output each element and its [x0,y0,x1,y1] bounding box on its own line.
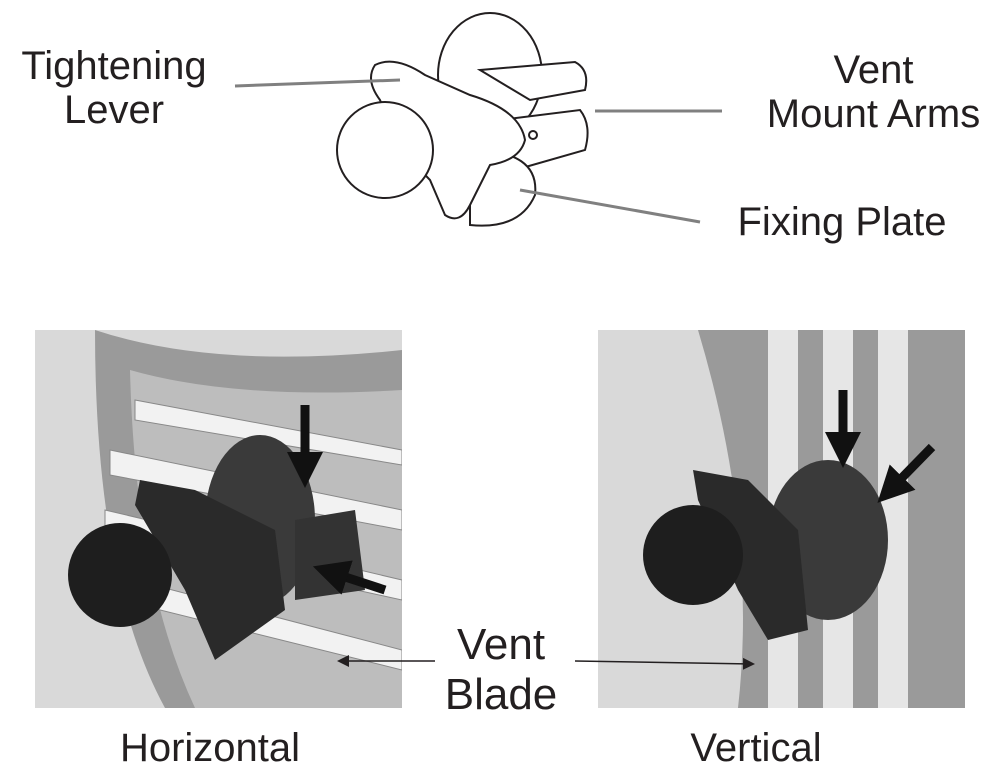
label-line: Vent [456,620,546,669]
label-line: Tightening [21,44,207,88]
vent-mount-arm-upper [476,60,588,102]
label-fixing-plate: Fixing Plate [737,200,947,244]
label-tightening-lever: Tightening Lever [0,44,228,132]
ball-joint [336,101,434,199]
tightening-lever [370,60,527,220]
press-arrow-side-vertical [877,443,936,503]
label-vent-blade: Vent Blade [410,620,592,720]
label-line: Vent [833,48,914,92]
caption-horizontal: Horizontal [119,726,301,770]
press-arrow-side-horizontal [312,560,387,595]
label-line: Blade [444,670,558,719]
caption-vertical: Vertical [690,726,822,770]
label-line: Lever [63,88,165,132]
vent-mount-arm-lower [498,108,589,172]
leader-tightening-lever [234,78,401,88]
pivot-pin [528,130,538,140]
vent-blade-arrow-right [574,657,755,670]
label-vent-mount-arms: Vent Mount Arms [745,48,1002,136]
vertical-vent-photo [598,330,965,708]
label-line: Mount Arms [766,92,981,136]
leader-fixing-plate [519,188,701,224]
